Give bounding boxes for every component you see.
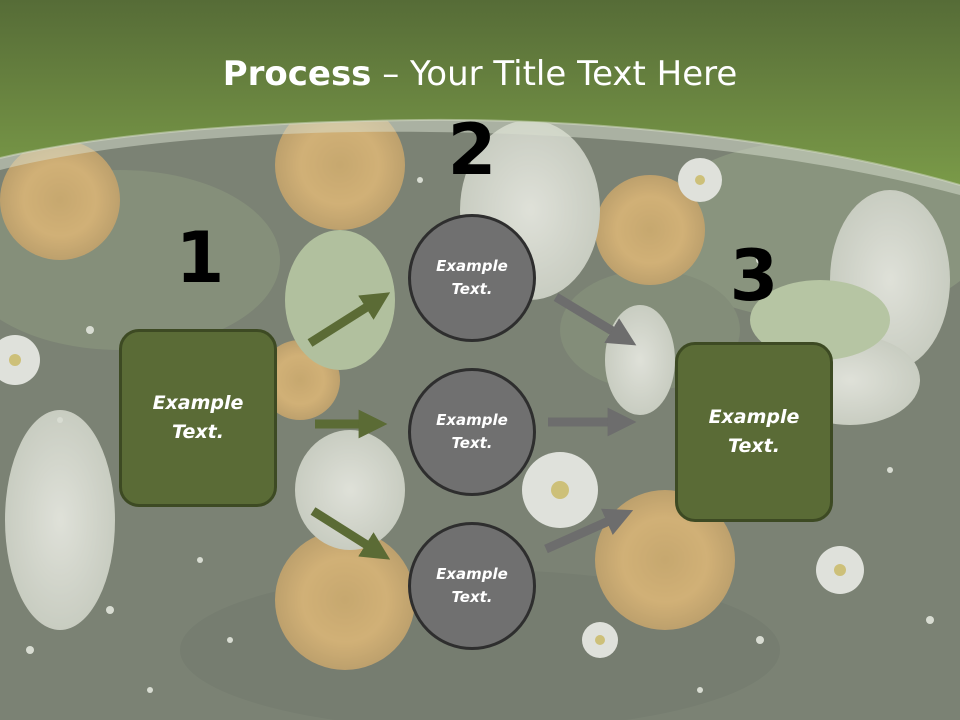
circle-top-line2: Text. [451, 280, 493, 298]
right-box-line1: Example [708, 406, 800, 428]
circle-mid-line1: Example [436, 411, 508, 429]
arrow-bot-to-right [544, 508, 634, 554]
left-box-line1: Example [152, 392, 244, 414]
circle-bot-line1: Example [436, 565, 508, 583]
slide-title: Process – Your Title Text Here [0, 52, 960, 96]
title-rest: – Your Title Text Here [371, 54, 738, 94]
step-number-3: 3 [729, 235, 779, 317]
arrow-left-to-bot [310, 507, 391, 560]
arrow-top-to-right [553, 293, 637, 346]
step-number-1: 1 [175, 217, 225, 299]
arrow-left-to-top [307, 292, 391, 347]
step-number-2: 2 [447, 109, 497, 191]
left-box-line2: Text. [172, 421, 224, 443]
circle-mid-line2: Text. [451, 434, 493, 452]
right-box-line2: Text. [728, 435, 780, 457]
title-bold: Process [222, 54, 372, 94]
circle-top-line1: Example [436, 257, 508, 275]
circle-bot-line2: Text. [451, 588, 493, 606]
